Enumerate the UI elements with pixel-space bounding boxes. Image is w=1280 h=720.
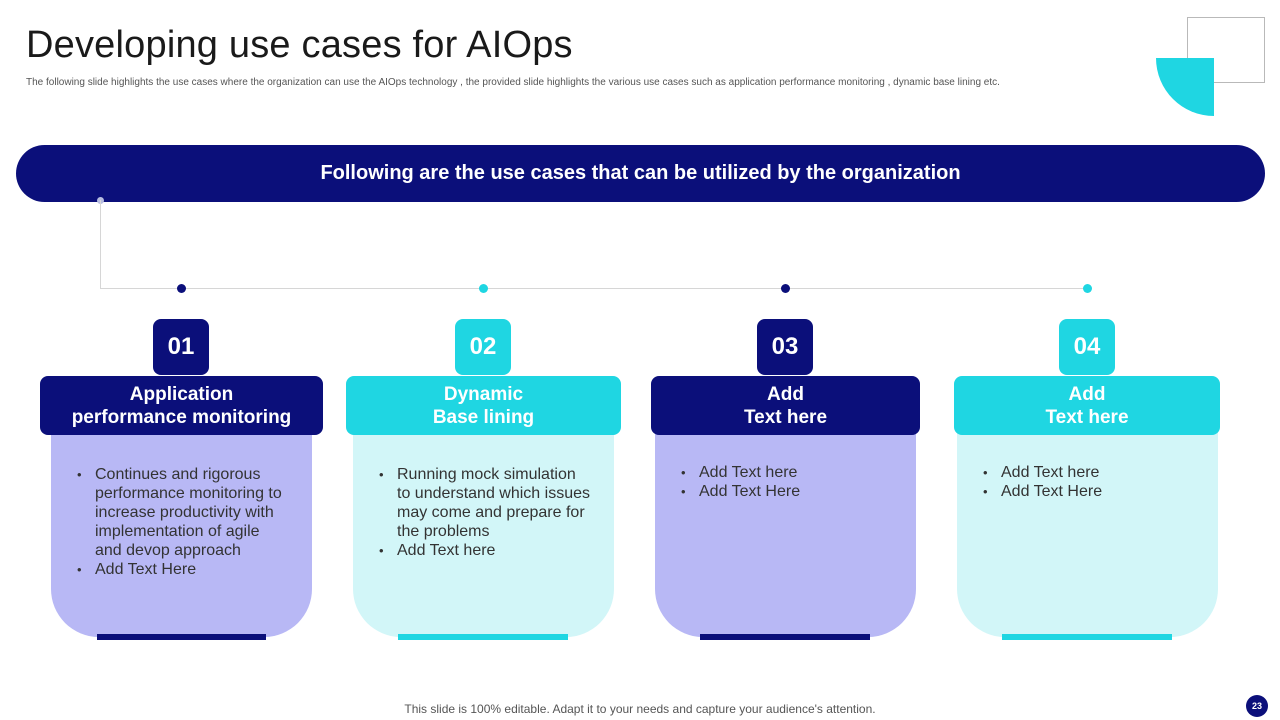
decorative-quarter-circle (1156, 58, 1214, 116)
card-body-3: Add Text here Add Text Here (655, 425, 916, 637)
connector-horizontal-line (100, 288, 1088, 289)
card-number-4: 04 (1059, 319, 1115, 375)
card-header-line1: Add (767, 383, 804, 405)
card-body-4: Add Text here Add Text Here (957, 425, 1218, 637)
card-number-3: 03 (757, 319, 813, 375)
slide-subtitle: The following slide highlights the use c… (26, 77, 1000, 88)
card-bullet-list-4: Add Text here Add Text Here (981, 463, 1196, 501)
card-header-line2: performance monitoring (71, 406, 292, 428)
card-bullet-list-3: Add Text here Add Text Here (679, 463, 894, 501)
banner-text: Following are the use cases that can be … (320, 162, 961, 184)
card-underline-3 (700, 634, 870, 640)
card-header-1: Application performance monitoring (40, 376, 323, 435)
banner: Following are the use cases that can be … (16, 145, 1265, 202)
card-number-2: 02 (455, 319, 511, 375)
decorative-outline-square (1187, 17, 1265, 83)
timeline-dot-2 (479, 284, 488, 293)
list-item: Add Text Here (681, 482, 894, 501)
timeline-dot-1 (177, 284, 186, 293)
list-item: Add Text here (379, 541, 592, 560)
card-number-1: 01 (153, 319, 209, 375)
card-header-line2: Base lining (432, 406, 535, 428)
card-body-1: Continues and rigorous performance monit… (51, 425, 312, 637)
card-header-2: Dynamic Base lining (346, 376, 621, 435)
slide-title: Developing use cases for AIOps (26, 24, 573, 66)
list-item: Add Text Here (77, 560, 290, 579)
footer-note: This slide is 100% editable. Adapt it to… (404, 702, 876, 716)
card-header-line2: Text here (743, 406, 828, 428)
list-item: Running mock simulation to understand wh… (379, 465, 592, 541)
connector-vertical-line (100, 200, 101, 289)
card-header-3: Add Text here (651, 376, 920, 435)
page-number-badge: 23 (1246, 695, 1268, 717)
card-header-line1: Application (129, 383, 234, 405)
card-bullet-list-1: Continues and rigorous performance monit… (75, 465, 290, 579)
timeline-dot-3 (781, 284, 790, 293)
card-header-line1: Add (1068, 383, 1106, 405)
card-underline-4 (1002, 634, 1172, 640)
card-underline-1 (97, 634, 266, 640)
list-item: Continues and rigorous performance monit… (77, 465, 290, 560)
list-item: Add Text here (681, 463, 894, 482)
card-body-2: Running mock simulation to understand wh… (353, 425, 614, 637)
timeline-dot-4 (1083, 284, 1092, 293)
list-item: Add Text here (983, 463, 1196, 482)
card-header-4: Add Text here (954, 376, 1220, 435)
card-bullet-list-2: Running mock simulation to understand wh… (377, 465, 592, 560)
card-header-line2: Text here (1045, 406, 1129, 428)
list-item: Add Text Here (983, 482, 1196, 501)
card-underline-2 (398, 634, 568, 640)
card-header-line1: Dynamic (443, 383, 524, 405)
